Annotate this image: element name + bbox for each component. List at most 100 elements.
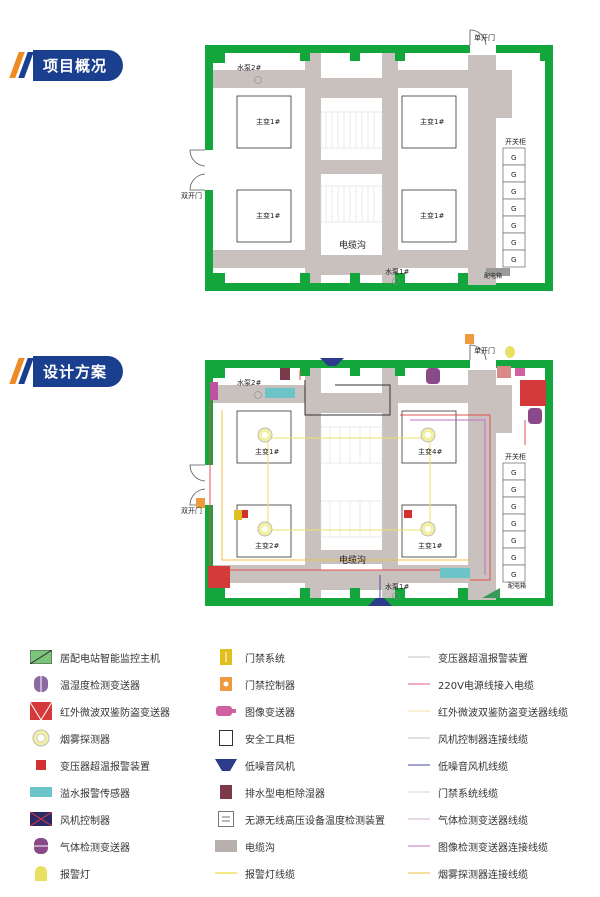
legend-label: 居配电站智能监控主机 [60, 653, 160, 665]
section-title-overview: 项目概况 [33, 49, 124, 81]
legend-item: 变压器超温报警装置 [30, 756, 150, 774]
pump2-label: 水泵2# [237, 378, 261, 387]
line-swatch-icon [408, 675, 430, 693]
legend-item: 门禁控制器 [215, 675, 295, 693]
alarm-light-icon [30, 864, 52, 882]
access-controller-icon [465, 334, 474, 344]
legend-item: 温湿度检测变送器 [30, 675, 140, 693]
legend-item: 图像检测变送器连接线缆 [408, 837, 548, 855]
overflow-sensor-icon [265, 388, 295, 398]
temp-alarm-icon [404, 510, 412, 518]
cabinet-g: G [511, 188, 516, 196]
legend-label: 报警灯线缆 [245, 869, 295, 881]
legend-item: 低噪音风机 [215, 756, 295, 774]
transformer-label: 主变1# [256, 117, 280, 126]
fan-icon [368, 598, 392, 606]
monitor-host-icon [30, 648, 52, 666]
image-transmitter-icon [210, 382, 218, 400]
legend-label: 风机控制器 [60, 815, 110, 827]
switch-cabinet-label: 开关柜 [505, 137, 526, 146]
line-swatch-icon [408, 783, 430, 801]
legend-label: 气体检测变送器 [60, 842, 130, 854]
legend-label: 图像变送器 [245, 707, 295, 719]
legend-item: 风机控制器连接线缆 [408, 729, 528, 747]
transformer-label: 主变1# [420, 117, 444, 126]
overflow-sensor-icon [30, 783, 52, 801]
legend-label: 风机控制器连接线缆 [438, 734, 528, 746]
legend-item: 排水型电柜除湿器 [215, 783, 325, 801]
temp-humidity-icon [30, 675, 52, 693]
cable-trench-icon [215, 837, 237, 855]
legend-item: 安全工具柜 [215, 729, 295, 747]
cabinet-g: G [511, 171, 516, 179]
cabinet-g: G [511, 554, 516, 562]
legend-item: 风机控制器 [30, 810, 110, 828]
image-transmitter-icon [515, 368, 525, 376]
line-swatch-icon [408, 810, 430, 828]
line-swatch-icon [408, 756, 430, 774]
legend-item: 烟雾探测器连接线缆 [408, 864, 528, 882]
gas-detector-icon [426, 368, 440, 384]
line-swatch-icon [408, 837, 430, 855]
tool-cabinet-icon [215, 729, 237, 747]
gas-detector-icon [30, 837, 52, 855]
legend-label: 报警灯 [60, 869, 90, 881]
pump2-label: 水泵2# [237, 63, 261, 72]
legend-label: 变压器超温报警装置 [60, 761, 150, 773]
switch-cabinet-label: 开关柜 [505, 452, 526, 461]
monitor-host-icon [482, 588, 500, 598]
access-controller-icon [215, 675, 237, 693]
section-header-overview: 项目概况 [9, 49, 124, 81]
cabinet-g: G [511, 222, 516, 230]
legend-label: 溢水报警传感器 [60, 788, 130, 800]
legend-item: 门禁系统 [215, 648, 285, 666]
smoke-detector-icon [30, 729, 52, 747]
legend-label: 红外微波双鉴防盗变送器线缆 [438, 707, 568, 719]
legend-item: 电缆沟 [215, 837, 275, 855]
line-swatch-icon [408, 864, 430, 882]
transformer-label: 主变1# [255, 447, 279, 456]
legend-label: 气体检测变送器线缆 [438, 815, 528, 827]
legend-label: 门禁系统 [245, 653, 285, 665]
cabinet-g: G [511, 486, 516, 494]
legend-item: 报警灯线缆 [215, 864, 295, 882]
cabinet-g: G [511, 503, 516, 511]
cable-trench-label: 电缆沟 [339, 554, 366, 566]
distribution-box-label: 配电箱 [484, 272, 502, 280]
cabinet-g: G [511, 256, 516, 264]
line-swatch-icon [408, 729, 430, 747]
gas-detector-icon [528, 408, 542, 424]
cabinet-g: G [511, 537, 516, 545]
infrared-sensor-icon [30, 702, 52, 720]
legend-item: 无源无线高压设备温度检测装置 [215, 810, 385, 828]
access-controller-icon [196, 498, 205, 508]
infrared-sensor-icon [520, 380, 546, 406]
legend-label: 排水型电柜除湿器 [245, 788, 325, 800]
legend-item: 门禁系统线缆 [408, 783, 498, 801]
cabinet-g: G [511, 205, 516, 213]
legend-label: 安全工具柜 [245, 734, 295, 746]
access-system-icon [215, 648, 237, 666]
overflow-sensor-icon [440, 568, 470, 578]
pump1-label: 水泵1# [385, 582, 409, 591]
floor-plan-design: 单开门 双开门 水泵2# 水泵1# 主变1# 主变4# 主变2# 主变1# 电缆… [181, 334, 553, 606]
dehumidifier-icon [280, 368, 290, 380]
transformer-label: 主变2# [255, 541, 279, 550]
line-swatch-icon [408, 702, 430, 720]
section-header-design: 设计方案 [9, 355, 124, 387]
floor-plan-overview: 单开门 双开门 水泵2# 水泵1# 主变1# 主变1# 主变1# 主变1# 电缆… [181, 29, 553, 291]
door-single-label: 单开门 [474, 33, 495, 42]
cable-trench-label: 电缆沟 [339, 239, 366, 251]
line-swatch-icon [408, 648, 430, 666]
legend-item: 气体检测变送器线缆 [408, 810, 528, 828]
fan-icon [215, 756, 237, 774]
legend-item: 红外微波双鉴防盗变送器线缆 [408, 702, 568, 720]
legend-label: 电缆沟 [245, 842, 275, 854]
cabinet-g: G [511, 154, 516, 162]
dehumidifier-icon [215, 783, 237, 801]
legend-label: 烟雾探测器连接线缆 [438, 869, 528, 881]
legend-label: 低噪音风机线缆 [438, 761, 508, 773]
legend-label: 门禁控制器 [245, 680, 295, 692]
temp-alarm-icon [240, 510, 248, 518]
access-system-icon [234, 510, 242, 520]
